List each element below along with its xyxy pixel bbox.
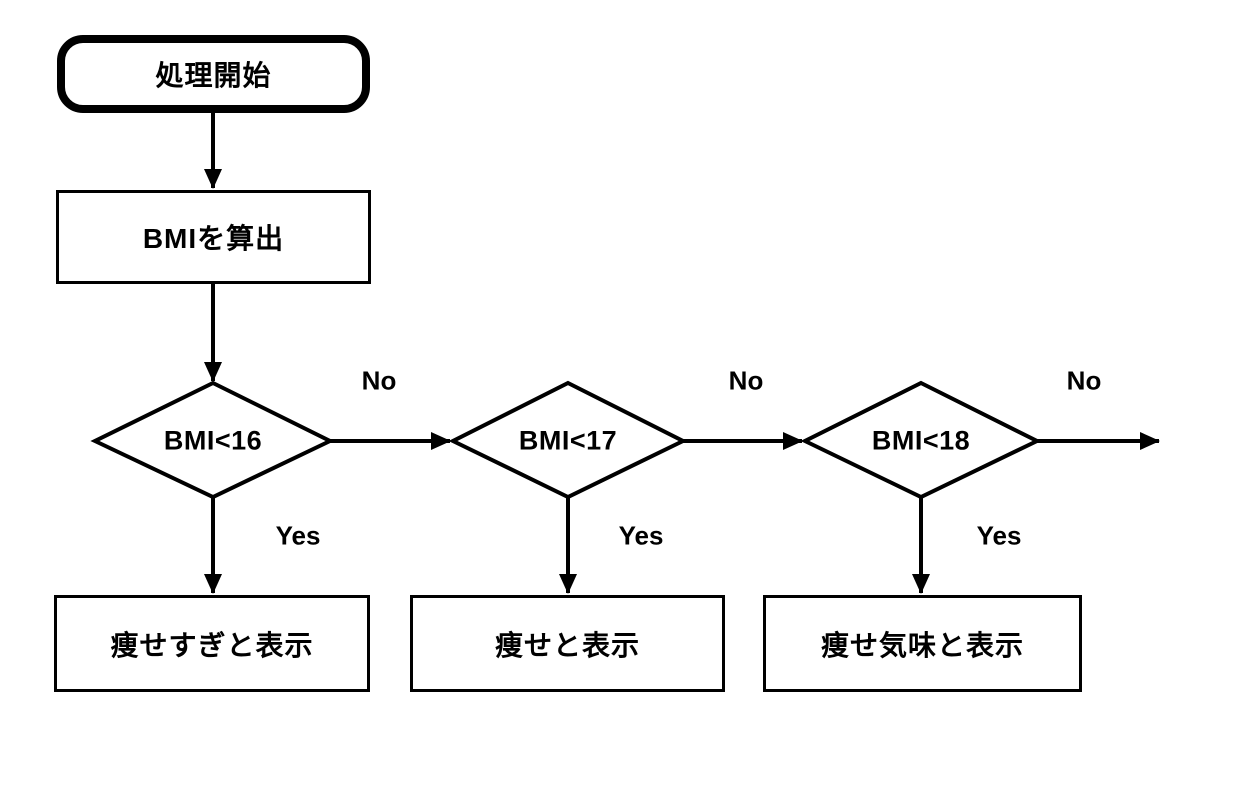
decision2-no-label: No (728, 365, 764, 396)
process-node-label: BMIを算出 (142, 223, 285, 254)
process-node-calc-bmi: BMIを算出 (56, 190, 371, 284)
result1-node: 痩せすぎと表示 (54, 595, 370, 692)
decision3-label: BMI<18 (871, 425, 971, 456)
decision1-diamond-shape (90, 380, 335, 500)
decision3-diamond-shape (800, 380, 1042, 500)
decision2-diamond-shape (448, 380, 688, 500)
decision1-label: BMI<16 (163, 425, 263, 456)
decision1-no-label: No (361, 365, 397, 396)
decision2-yes-label: Yes (618, 520, 664, 551)
start-node: 処理開始 (57, 35, 370, 113)
start-node-label: 処理開始 (155, 60, 272, 91)
result1-node-label: 痩せすぎと表示 (110, 629, 314, 661)
decision2-label: BMI<17 (518, 425, 618, 456)
result2-node: 痩せと表示 (410, 595, 725, 692)
result3-node: 痩せ気味と表示 (763, 595, 1082, 692)
decision3-yes-label: Yes (976, 520, 1022, 551)
decision3-no-label: No (1066, 365, 1102, 396)
decision1-yes-label: Yes (275, 520, 321, 551)
result2-node-label: 痩せと表示 (494, 629, 640, 661)
result3-node-label: 痩せ気味と表示 (820, 629, 1024, 661)
